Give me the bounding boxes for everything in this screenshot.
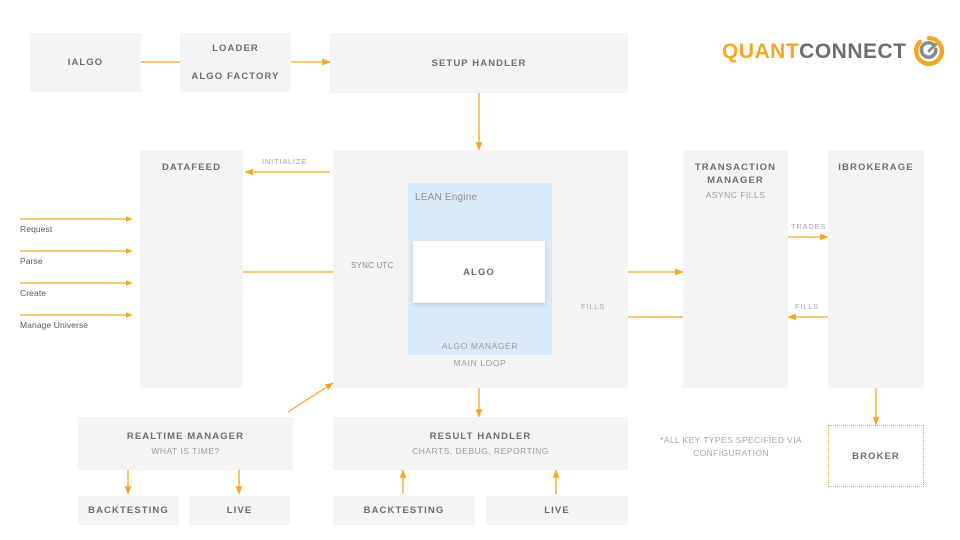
node-ibrokerage-title: IBROKERAGE bbox=[838, 162, 914, 173]
node-loader-title: LOADER bbox=[212, 43, 259, 54]
logo-text-connect: CONNECT bbox=[799, 39, 907, 63]
node-result-handler-subtitle: CHARTS, DEBUG, REPORTING bbox=[412, 446, 549, 456]
footnote-configuration: *ALL KEY TYPES SPECIFIED VIA CONFIGURATI… bbox=[660, 435, 802, 458]
node-setup-handler-title: SETUP HANDLER bbox=[431, 57, 527, 69]
node-transaction-manager-subtitle: ASYNC FILLS bbox=[705, 190, 766, 200]
logo-text: QUANTCONNECT bbox=[722, 41, 907, 62]
node-broker[interactable]: BROKER bbox=[828, 425, 924, 487]
node-loader[interactable]: LOADER ALGO FACTORY bbox=[180, 33, 291, 92]
node-lean-engine-label: LEAN Engine bbox=[415, 192, 478, 203]
node-algo[interactable]: ALGO bbox=[413, 241, 545, 303]
node-ialgo[interactable]: IALGO bbox=[30, 33, 141, 92]
node-realtime-backtesting-title: BACKTESTING bbox=[88, 505, 169, 516]
node-datafeed[interactable]: DATAFEED bbox=[140, 150, 243, 388]
logo-text-quant: QUANT bbox=[722, 39, 800, 63]
node-result-live-title: LIVE bbox=[544, 505, 570, 516]
quantconnect-logo: QUANTCONNECT bbox=[722, 36, 944, 66]
input-label-create: Create bbox=[20, 288, 47, 298]
node-realtime-manager-subtitle: WHAT IS TIME? bbox=[151, 446, 220, 456]
node-transaction-manager-title: TRANSACTION MANAGER bbox=[694, 162, 777, 186]
node-realtime-manager-title: REALTIME MANAGER bbox=[126, 431, 245, 442]
input-label-request: Request bbox=[20, 224, 53, 234]
quantconnect-circle-icon bbox=[913, 36, 944, 66]
node-realtime-manager[interactable]: REALTIME MANAGER WHAT IS TIME? bbox=[78, 417, 293, 470]
node-ialgo-title: IALGO bbox=[67, 57, 104, 68]
edge-label-trades: TRADES bbox=[791, 222, 827, 231]
node-setup-handler[interactable]: SETUP HANDLER bbox=[330, 33, 628, 93]
edge-label-fills-right: FILLS bbox=[795, 302, 820, 311]
node-result-live[interactable]: LIVE bbox=[486, 496, 628, 525]
node-algo-manager-label: ALGO MANAGER bbox=[441, 341, 519, 351]
node-realtime-backtesting[interactable]: BACKTESTING bbox=[78, 496, 179, 525]
edge-label-sync-utc: SYNC UTC bbox=[351, 261, 394, 270]
node-transaction-manager[interactable]: TRANSACTION MANAGER ASYNC FILLS bbox=[683, 150, 788, 388]
node-datafeed-title: DATAFEED bbox=[161, 162, 222, 173]
node-ibrokerage[interactable]: IBROKERAGE bbox=[828, 150, 924, 388]
edge-label-fills-center: FILLS bbox=[581, 302, 606, 311]
edge-label-initialize: INITIALIZE bbox=[262, 157, 308, 166]
node-result-handler-title: RESULT HANDLER bbox=[429, 431, 532, 442]
node-realtime-live-title: LIVE bbox=[226, 505, 253, 516]
node-result-handler[interactable]: RESULT HANDLER CHARTS, DEBUG, REPORTING bbox=[333, 417, 628, 470]
node-broker-title: BROKER bbox=[852, 450, 900, 462]
input-label-parse: Parse bbox=[20, 256, 43, 266]
node-main-loop-caption: MAIN LOOP bbox=[453, 358, 507, 368]
node-realtime-live[interactable]: LIVE bbox=[189, 496, 290, 525]
node-algo-factory-title: ALGO FACTORY bbox=[191, 71, 280, 82]
node-result-backtesting[interactable]: BACKTESTING bbox=[333, 496, 475, 525]
node-algo-title: ALGO bbox=[463, 266, 495, 278]
input-label-manage-universe: Manage Universe bbox=[20, 320, 89, 330]
node-result-backtesting-title: BACKTESTING bbox=[363, 505, 445, 516]
